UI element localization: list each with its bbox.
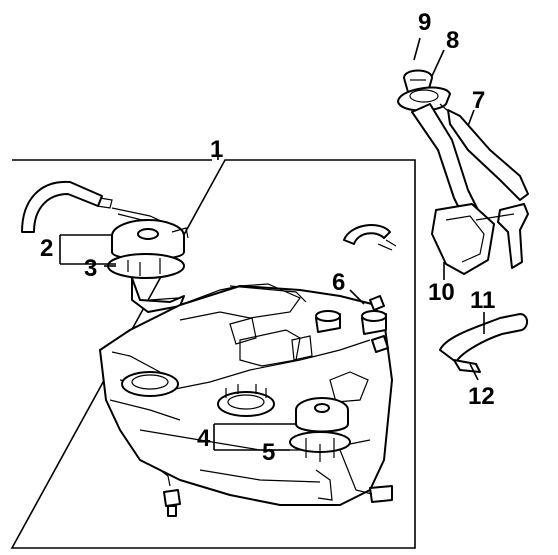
vapor-hose — [21, 180, 113, 233]
callout-5: 5 — [262, 439, 275, 466]
drain-plug — [159, 469, 181, 517]
callout-1: 1 — [210, 136, 223, 163]
callout-4: 4 — [197, 425, 211, 452]
callout-11: 11 — [470, 287, 495, 314]
filler-fittings — [315, 295, 387, 335]
assembly-box — [10, 159, 416, 549]
callout-8: 8 — [446, 27, 459, 54]
fuel-sender-assembly — [289, 397, 373, 495]
callout-9: 9 — [418, 9, 431, 36]
callout-3: 3 — [84, 255, 97, 282]
callout-7: 7 — [472, 87, 485, 114]
callout-12: 12 — [468, 383, 495, 410]
fuel-pump-assembly — [107, 207, 189, 313]
callout-6: 6 — [332, 269, 345, 296]
callout-2: 2 — [40, 235, 53, 262]
u-hose — [343, 224, 397, 251]
filler-neck — [397, 69, 529, 275]
filler-hoses — [439, 313, 528, 373]
callout-10: 10 — [428, 279, 455, 306]
leader-lines — [59, 37, 485, 451]
